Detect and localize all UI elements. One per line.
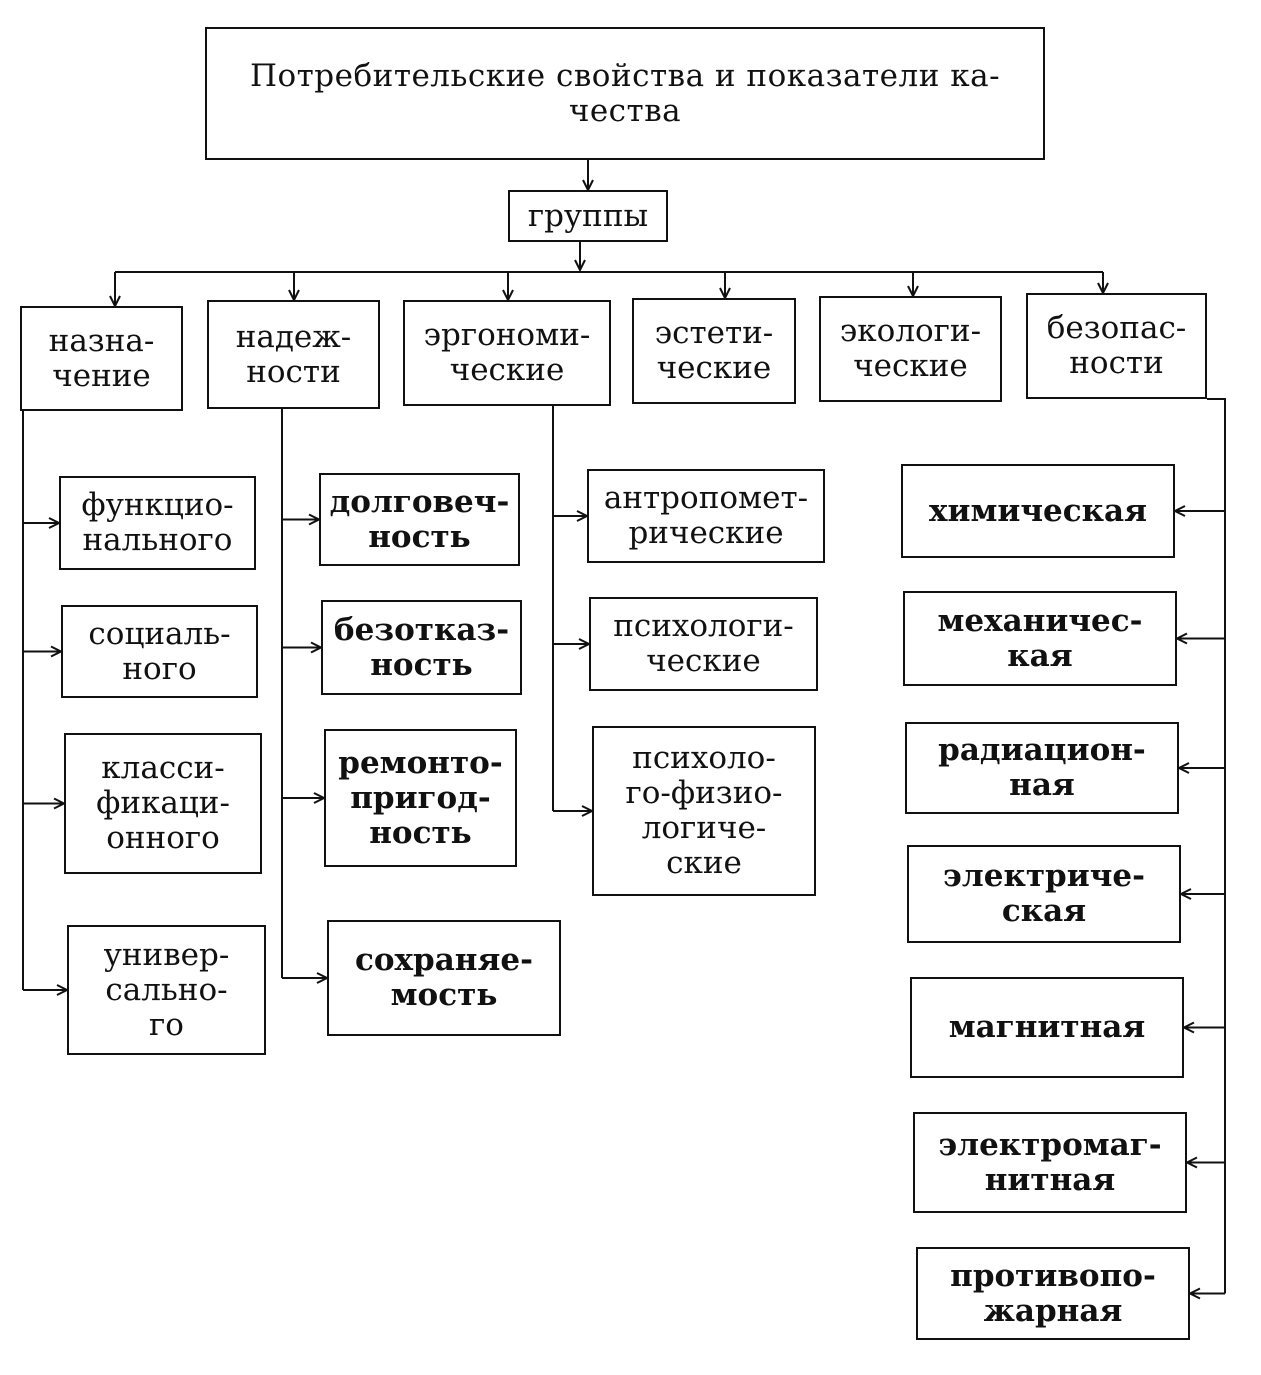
child-box-ergonomicheskie-3: психоло- го-физио- логиче- ские (592, 726, 816, 896)
group-box-nadezhnosti: надеж- ности (207, 300, 380, 409)
child-box-bezopasnosti-4: электриче- ская (907, 845, 1181, 943)
group-box-esteticheskie: эстети- ческие (632, 298, 796, 404)
child-box-ergonomicheskie-2: психологи- ческие (589, 597, 818, 691)
group-box-ergonomicheskie: эргономи- ческие (403, 300, 611, 406)
child-box-naznachenie-3: класси- фикаци- онного (64, 733, 262, 874)
child-box-naznachenie-4: универ- сально- го (67, 925, 266, 1055)
title-box: Потребительские свойства и показатели ка… (205, 27, 1045, 160)
child-box-nadezhnosti-2: безотказ- ность (321, 600, 522, 695)
group-box-ekologicheskie: экологи- ческие (819, 296, 1002, 402)
child-box-ergonomicheskie-1: антропомет- рические (587, 469, 825, 563)
groups-box: группы (508, 190, 668, 242)
child-box-nadezhnosti-1: долговеч- ность (319, 473, 520, 566)
child-box-naznachenie-2: социаль- ного (61, 605, 258, 698)
child-box-bezopasnosti-1: химическая (901, 464, 1175, 558)
group-box-bezopasnosti: безопас- ности (1026, 293, 1207, 399)
spine-bezopasnosti (1207, 398, 1226, 1294)
child-box-naznachenie-1: функцио- нального (59, 476, 256, 570)
child-box-nadezhnosti-4: сохраняе- мость (327, 920, 561, 1036)
group-box-naznachenie: назна- чение (20, 306, 183, 411)
child-box-bezopasnosti-2: механичес- кая (903, 591, 1177, 686)
child-box-bezopasnosti-7: противопо- жарная (916, 1247, 1190, 1340)
child-box-nadezhnosti-3: ремонто- пригод- ность (324, 729, 517, 867)
child-box-bezopasnosti-6: электромаг- нитная (913, 1112, 1187, 1213)
child-box-bezopasnosti-5: магнитная (910, 977, 1184, 1078)
child-box-bezopasnosti-3: радиацион- ная (905, 722, 1179, 814)
